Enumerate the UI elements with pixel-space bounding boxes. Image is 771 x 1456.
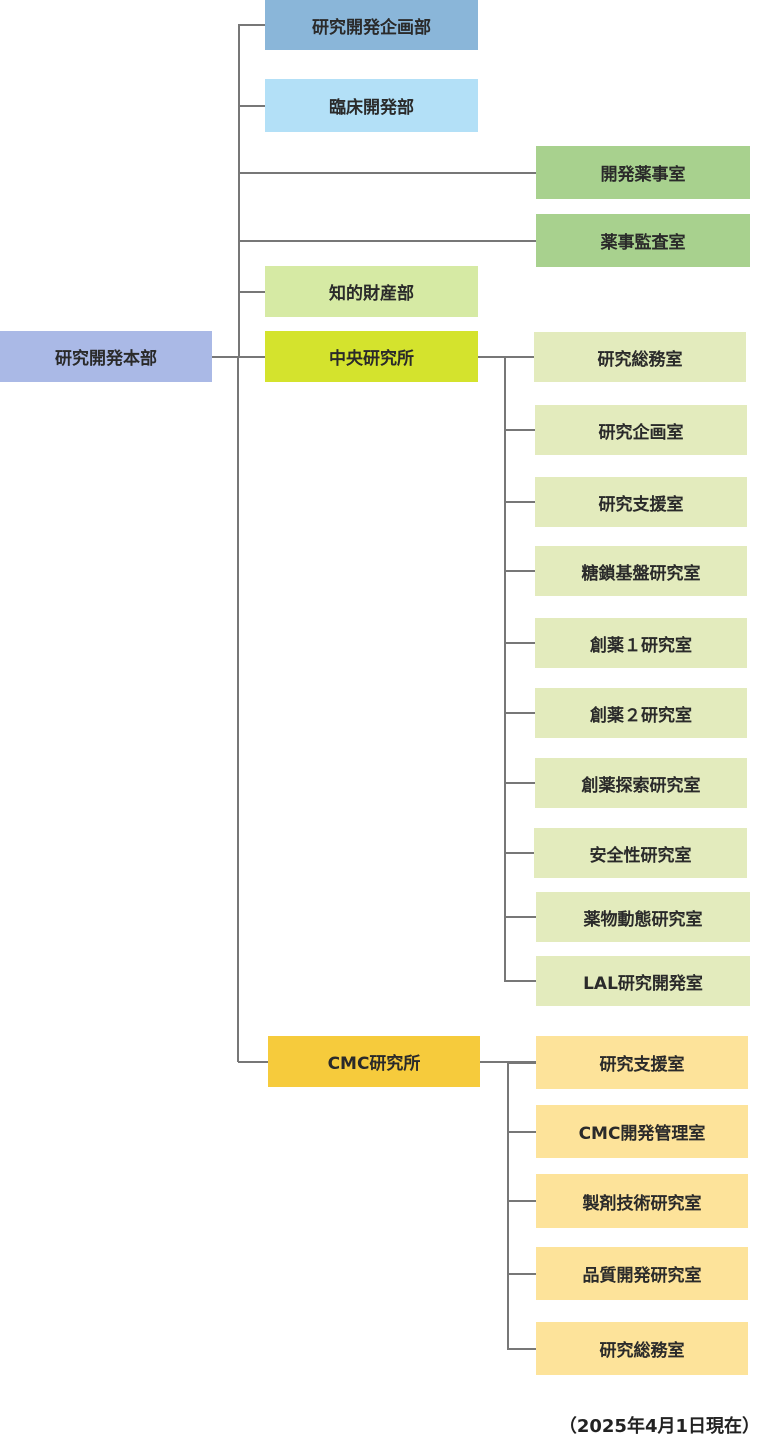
cmc-room-1: CMC開発管理室 [536, 1105, 748, 1158]
dept-cmc: CMC研究所 [268, 1036, 480, 1087]
central-room-5: 創薬２研究室 [535, 688, 747, 738]
dept-central: 中央研究所 [265, 331, 478, 382]
central-room-6: 創薬探索研究室 [535, 758, 747, 808]
cmc-child-connector-4 [507, 1348, 536, 1350]
cmc-child-connector-3 [507, 1273, 536, 1275]
connector-planning [238, 24, 265, 26]
trunk-line-upper [238, 24, 240, 356]
central-room-4: 創薬１研究室 [535, 618, 747, 668]
connector-cmc [238, 1061, 268, 1063]
central-child-connector-5 [504, 712, 535, 714]
connector-ip [238, 291, 265, 293]
central-child-connector-6 [504, 782, 535, 784]
date-note: （2025年4月1日現在） [558, 1416, 760, 1437]
central-room-2: 研究支援室 [535, 477, 747, 527]
central-room-9: LAL研究開発室 [536, 956, 750, 1006]
dept-regulatory: 開発薬事室 [536, 146, 750, 199]
central-child-connector-1 [504, 429, 535, 431]
cmc-room-4: 研究総務室 [536, 1322, 748, 1375]
cmc-child-connector-0 [507, 1062, 536, 1064]
central-room-7: 安全性研究室 [534, 828, 747, 878]
trunk-line-lower [237, 356, 239, 1062]
cmc-room-0: 研究支援室 [536, 1036, 748, 1089]
central-room-0: 研究総務室 [534, 332, 746, 382]
central-child-connector-8 [504, 916, 536, 918]
central-room-8: 薬物動態研究室 [536, 892, 750, 942]
cmc-room-3: 品質開発研究室 [536, 1247, 748, 1300]
central-room-3: 糖鎖基盤研究室 [535, 546, 747, 596]
dept-ip: 知的財産部 [265, 266, 478, 317]
cmc-branch-line [507, 1061, 509, 1350]
connector-clinical [238, 105, 265, 107]
central-room-1: 研究企画室 [535, 405, 747, 455]
dept-planning: 研究開発企画部 [265, 0, 478, 50]
central-child-connector-9 [504, 980, 536, 982]
root-connector [212, 356, 239, 358]
connector-audit [238, 240, 536, 242]
connector-central [238, 356, 265, 358]
cmc-room-2: 製剤技術研究室 [536, 1174, 748, 1228]
cmc-child-connector-1 [507, 1131, 536, 1133]
central-child-connector-0 [504, 356, 534, 358]
dept-audit: 薬事監査室 [536, 214, 750, 267]
central-child-connector-2 [504, 501, 535, 503]
central-branch-line [504, 356, 506, 981]
cmc-child-connector-2 [507, 1200, 536, 1202]
central-child-connector-3 [504, 570, 535, 572]
central-child-connector-4 [504, 642, 535, 644]
dept-clinical: 臨床開発部 [265, 79, 478, 132]
central-child-connector-7 [504, 852, 534, 854]
root-node: 研究開発本部 [0, 331, 212, 382]
connector-regulatory [238, 172, 536, 174]
